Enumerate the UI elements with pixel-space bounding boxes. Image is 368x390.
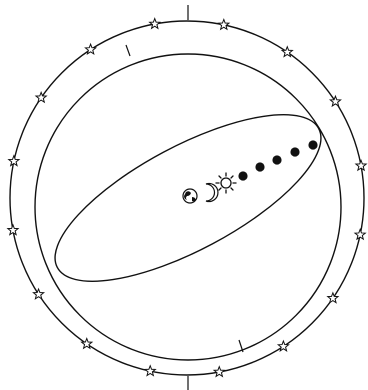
crescent-moon-icon: [206, 184, 218, 202]
star-icon: [145, 366, 155, 376]
planet-2: [255, 162, 264, 171]
sun-icon: [216, 173, 236, 193]
earth-icon: [183, 189, 197, 203]
planet-5: [308, 140, 317, 149]
planet-1: [238, 171, 247, 180]
upper-tick-inner: [126, 45, 130, 56]
star-icon: [33, 289, 43, 299]
star-icon: [219, 19, 229, 29]
star-icon: [330, 96, 340, 106]
planet-3: [272, 155, 281, 164]
star-icon: [328, 293, 338, 303]
star-icon: [8, 225, 18, 235]
star-icon: [150, 19, 160, 29]
inner-circle: [35, 54, 341, 360]
star-icon: [214, 367, 224, 377]
planet-4: [290, 147, 299, 156]
